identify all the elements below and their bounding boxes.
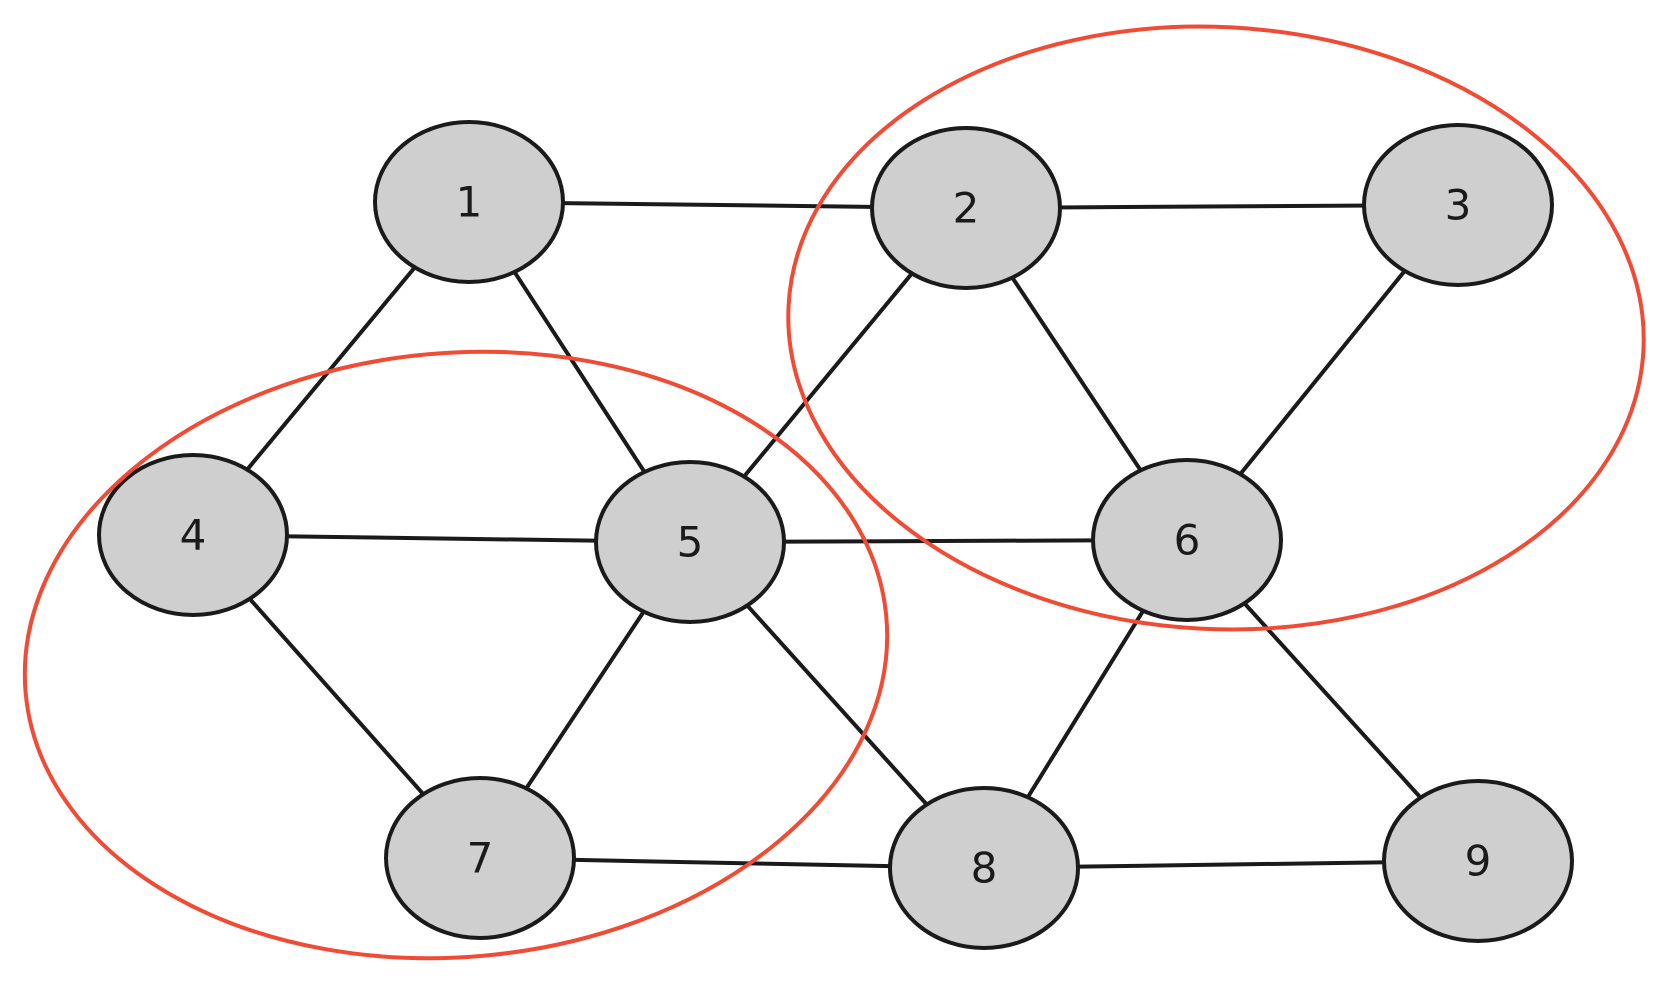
node-4: 4 xyxy=(97,453,289,617)
node-7-label: 7 xyxy=(467,834,494,883)
node-5-label: 5 xyxy=(677,518,704,567)
node-9-label: 9 xyxy=(1465,837,1492,886)
node-9: 9 xyxy=(1382,779,1574,943)
node-4-label: 4 xyxy=(180,511,207,560)
node-9-circle xyxy=(1382,779,1574,943)
node-1-circle xyxy=(373,120,565,284)
node-1: 1 xyxy=(373,120,565,284)
node-5-circle xyxy=(594,460,786,624)
node-6: 6 xyxy=(1091,458,1283,622)
right-cluster-outline xyxy=(786,24,1646,632)
clusters-layer xyxy=(22,24,1646,961)
node-7: 7 xyxy=(384,776,576,940)
node-1-label: 1 xyxy=(456,178,483,227)
node-5: 5 xyxy=(594,460,786,624)
node-4-circle xyxy=(97,453,289,617)
node-6-label: 6 xyxy=(1174,516,1201,565)
node-3-circle xyxy=(1362,123,1554,287)
nodes-layer: 1 2 3 4 5 6 7 8 9 xyxy=(97,120,1574,950)
edges-layer xyxy=(191,200,1480,870)
node-2-label: 2 xyxy=(953,184,980,233)
node-2-circle xyxy=(870,126,1062,290)
node-6-circle xyxy=(1091,458,1283,622)
node-8-label: 8 xyxy=(971,844,998,893)
node-3-label: 3 xyxy=(1445,181,1472,230)
node-3: 3 xyxy=(1362,123,1554,287)
node-8-circle xyxy=(888,786,1080,950)
node-2: 2 xyxy=(870,126,1062,290)
node-8: 8 xyxy=(888,786,1080,950)
node-7-circle xyxy=(384,776,576,940)
left-cluster-outline xyxy=(22,349,890,961)
